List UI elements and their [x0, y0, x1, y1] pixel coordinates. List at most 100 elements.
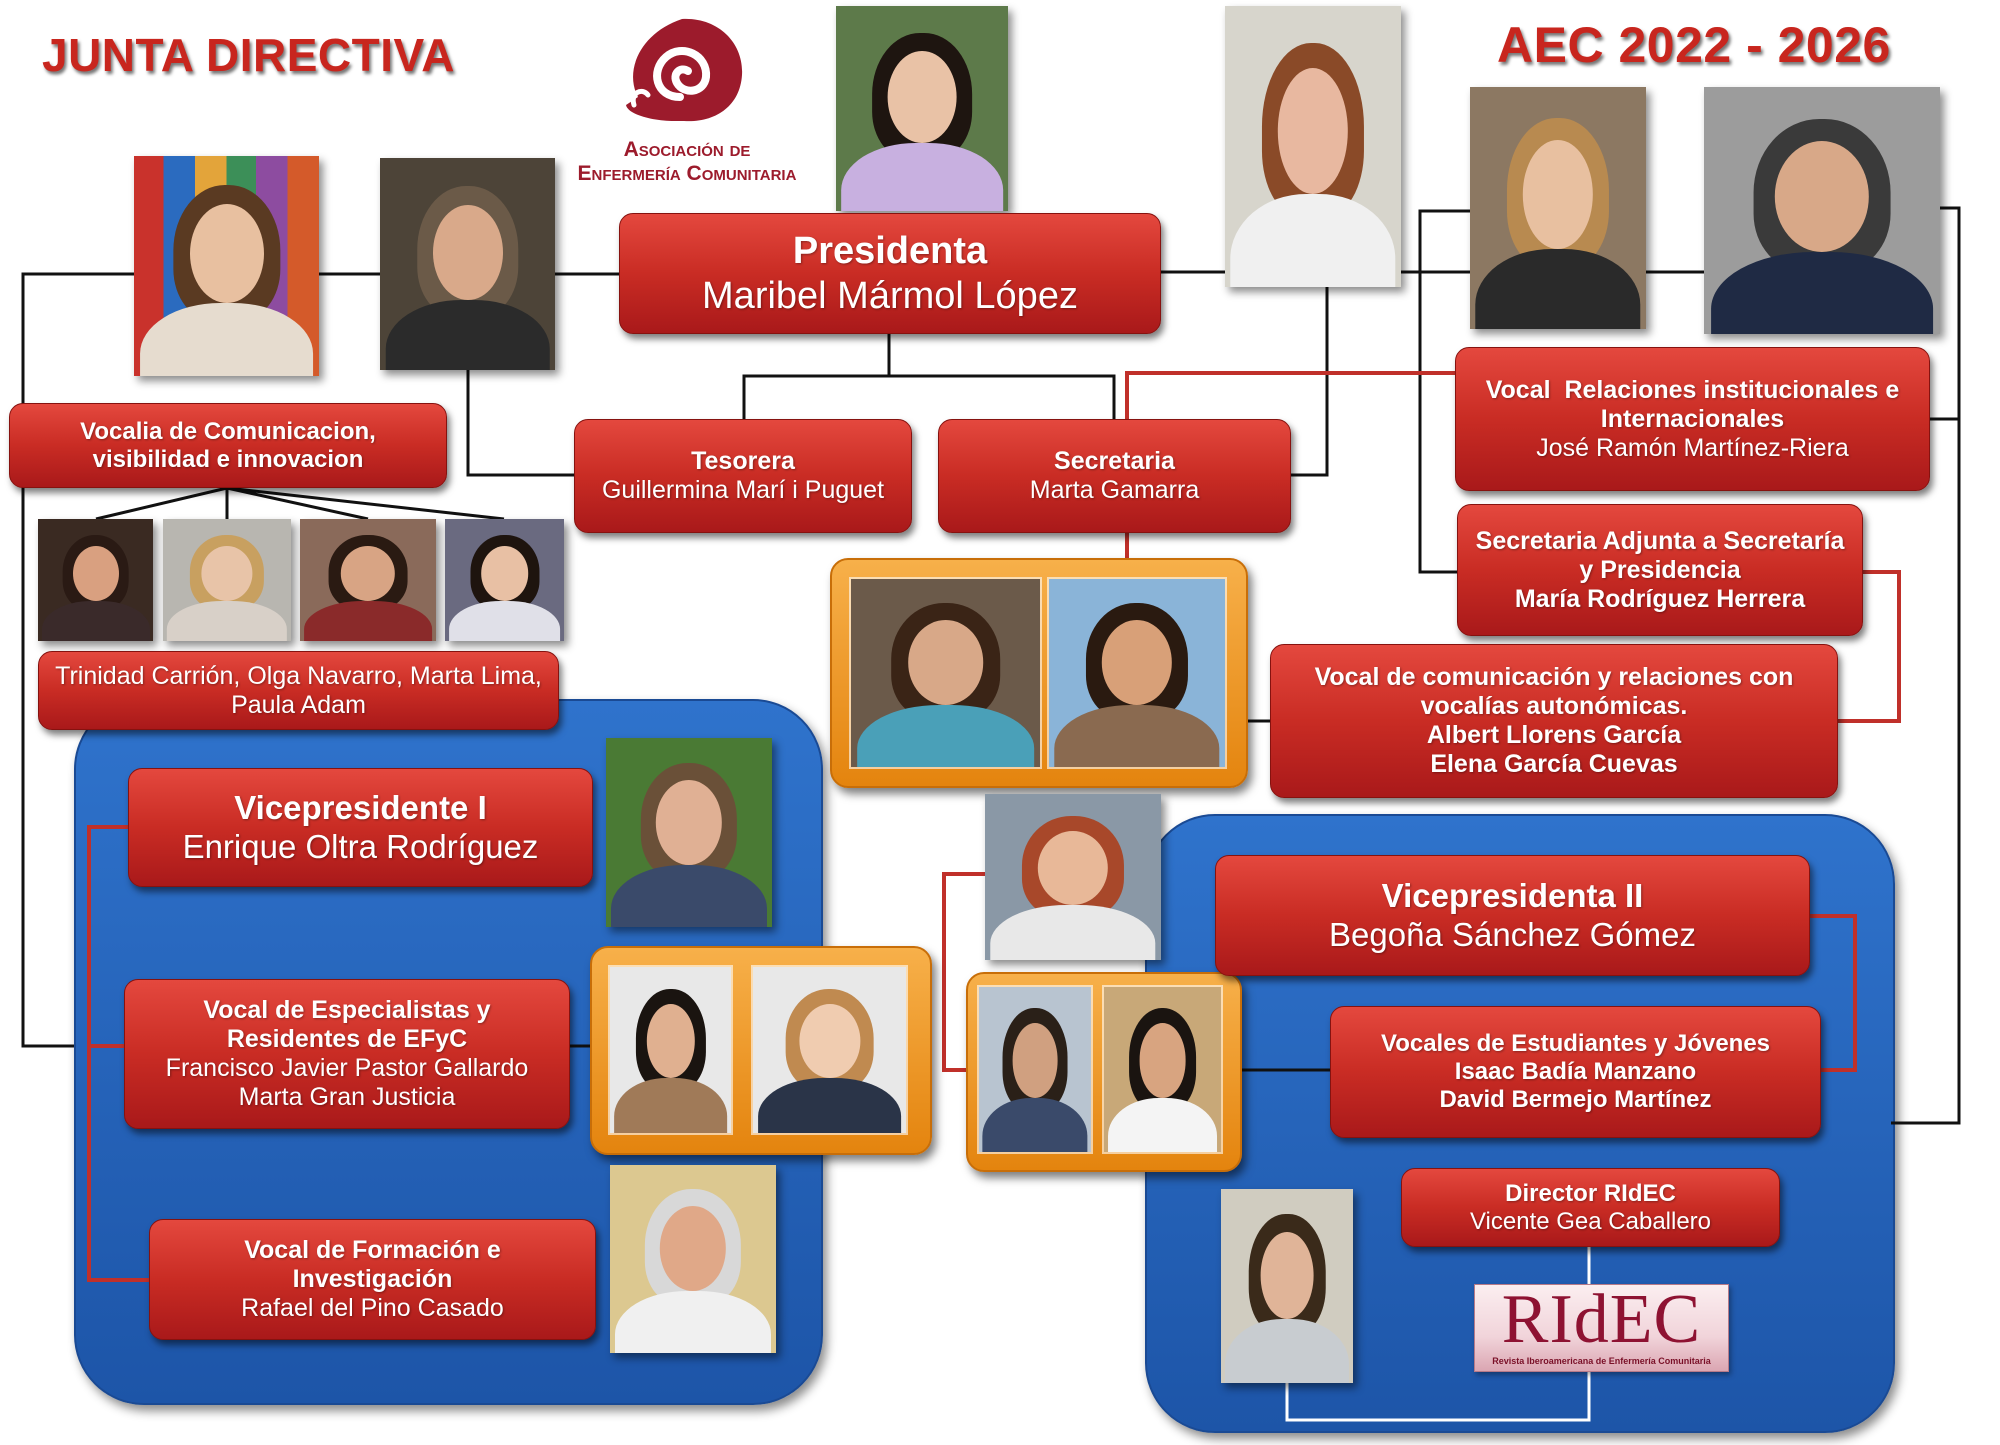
- portrait-head: [646, 1003, 695, 1079]
- association-name: Asociación de Enfermería Comunitaria: [552, 138, 822, 186]
- member-photo: [610, 1165, 776, 1353]
- vicepresidente-1-box: Vicepresidente I Enrique Oltra Rodríguez: [128, 768, 593, 887]
- portrait-body: [385, 300, 550, 370]
- connector-line: [1891, 206, 1961, 1125]
- vocal-comunicacion-autonomicas-name: Albert Llorens García: [1426, 721, 1682, 749]
- vicepresidenta-2-role: Vicepresidenta II: [1381, 877, 1644, 915]
- vocal-especialistas-box: Vocal de Especialistas y Residentes de E…: [124, 979, 570, 1129]
- vocales-estudiantes-role: Vocales de Estudiantes y Jóvenes: [1380, 1030, 1771, 1058]
- member-photo: [134, 156, 319, 376]
- vocales-estudiantes-name: Isaac Badía Manzano: [1454, 1058, 1697, 1086]
- vicepresidenta-2-box: Vicepresidenta II Begoña Sánchez Gómez: [1215, 855, 1810, 976]
- secretaria-adjunta-box: Secretaria Adjunta a Secretaría y Presid…: [1457, 504, 1863, 636]
- portrait-head: [1037, 830, 1109, 906]
- tesorera-box: Tesorera Guillermina Marí i Puguet: [574, 419, 912, 533]
- vocal-relaciones-name: José Ramón Martínez-Riera: [1536, 433, 1849, 462]
- presidenta-box: Presidenta Maribel Mármol López: [619, 213, 1161, 334]
- logo-spiral: [653, 47, 711, 101]
- portrait-body: [448, 600, 561, 641]
- connector-line: [742, 334, 1116, 419]
- portrait-body: [856, 704, 1035, 767]
- member-photo: [380, 158, 555, 370]
- portrait-head: [340, 545, 396, 601]
- portrait-head: [480, 545, 529, 601]
- member-photo: [1704, 87, 1940, 334]
- connector-line: [87, 825, 149, 1282]
- ridec-logo-subtitle: Revista Iberoamericana de Enfermería Com…: [1492, 1356, 1711, 1366]
- connector-line: [21, 272, 134, 1048]
- portrait-head: [887, 51, 957, 144]
- vocalia-members: Trinidad Carrión, Olga Navarro, Marta Li…: [55, 661, 542, 719]
- portrait-body: [304, 600, 432, 641]
- portrait-head: [201, 545, 253, 601]
- member-photo: [753, 967, 906, 1133]
- member-photo: [1049, 579, 1225, 767]
- vocalia-comunicacion-box: Vocalia de Comunicacion, visibilidad e i…: [9, 403, 447, 488]
- portrait-body: [1054, 704, 1220, 767]
- portrait-body: [610, 864, 768, 927]
- connector-line: [1810, 914, 1857, 1072]
- member-photo: [606, 738, 772, 927]
- portrait-body: [1107, 1097, 1218, 1152]
- portrait-head: [1774, 141, 1870, 253]
- portrait-body: [41, 600, 150, 641]
- ridec-logo-name: RIdEC: [1501, 1281, 1702, 1358]
- portrait-body: [139, 303, 314, 376]
- connector-line: [1418, 209, 1470, 574]
- presidenta-name: Maribel Mármol López: [702, 274, 1078, 317]
- director-ridec-box: Director RIdEC Vicente Gea Caballero: [1401, 1168, 1780, 1247]
- vicepresidente-1-name: Enrique Oltra Rodríguez: [182, 827, 539, 865]
- member-photo: [1470, 87, 1646, 329]
- ridec-logo: RIdEC Revista Iberoamericana de Enfermer…: [1474, 1284, 1729, 1372]
- member-photo: [445, 519, 564, 641]
- tesorera-name: Guillermina Marí i Puguet: [601, 476, 885, 504]
- tesorera-role: Tesorera: [691, 447, 795, 475]
- director-ridec-role: Director RIdEC: [1505, 1179, 1676, 1207]
- photo-frame: [966, 972, 1242, 1172]
- vocal-relaciones-role: Vocal Relaciones institucionales e Inter…: [1485, 375, 1907, 433]
- secretaria-adjunta-name: María Rodríguez Herrera: [1514, 584, 1806, 613]
- portrait-head: [1139, 1023, 1186, 1098]
- chart-title: JUNTA DIRECTIVA: [42, 29, 455, 81]
- vocal-comunicacion-autonomicas-role: Vocal de comunicación y relaciones con v…: [1314, 663, 1794, 720]
- vocal-especialistas-name: Francisco Javier Pastor Gallardo: [165, 1054, 529, 1082]
- portrait-head: [798, 1003, 861, 1079]
- vocal-formacion-box: Vocal de Formación e Investigación Rafae…: [149, 1219, 596, 1340]
- vocal-relaciones-box: Vocal Relaciones institucionales e Inter…: [1455, 347, 1930, 491]
- presidenta-role: Presidenta: [792, 230, 988, 273]
- portrait-head: [1260, 1231, 1314, 1319]
- photo-frame: [830, 558, 1248, 788]
- portrait-body: [1224, 1318, 1350, 1383]
- connector-line: [466, 370, 574, 477]
- portrait-head: [1277, 67, 1349, 195]
- portrait-head: [189, 204, 264, 304]
- vocales-estudiantes-box: Vocales de Estudiantes y Jóvenes Isaac B…: [1330, 1006, 1821, 1138]
- connector-line: [1125, 371, 1455, 419]
- connector-line: [95, 486, 505, 521]
- connector-line: [1291, 287, 1329, 477]
- vocal-especialistas-name: Marta Gran Justicia: [238, 1083, 456, 1111]
- vocales-estudiantes-name: David Bermejo Martínez: [1439, 1085, 1712, 1113]
- connector-line: [1838, 570, 1901, 723]
- member-photo: [300, 519, 436, 641]
- portrait-body: [1230, 194, 1396, 287]
- member-photo: [1221, 1189, 1353, 1383]
- member-photo: [985, 794, 1161, 960]
- portrait-body: [990, 905, 1156, 960]
- portrait-head: [72, 545, 119, 601]
- secretaria-box: Secretaria Marta Gamarra: [938, 419, 1291, 533]
- portrait-head: [659, 1206, 727, 1291]
- member-photo: [1225, 6, 1401, 287]
- vocalia-comunicacion-role: Vocalia de Comunicacion, visibilidad e i…: [80, 417, 376, 473]
- portrait-body: [841, 143, 1003, 211]
- chart-period: AEC 2022 - 2026: [1497, 17, 1891, 73]
- vocal-comunicacion-autonomicas-box: Vocal de comunicación y relaciones con v…: [1270, 644, 1838, 798]
- vocal-especialistas-role: Vocal de Especialistas y Residentes de E…: [203, 996, 491, 1053]
- portrait-body: [982, 1097, 1088, 1152]
- association-name-line1: Asociación de: [623, 138, 751, 161]
- portrait-head: [1012, 1023, 1058, 1098]
- association-logo-icon: [626, 18, 743, 122]
- member-photo: [38, 519, 153, 641]
- member-photo: [979, 987, 1091, 1152]
